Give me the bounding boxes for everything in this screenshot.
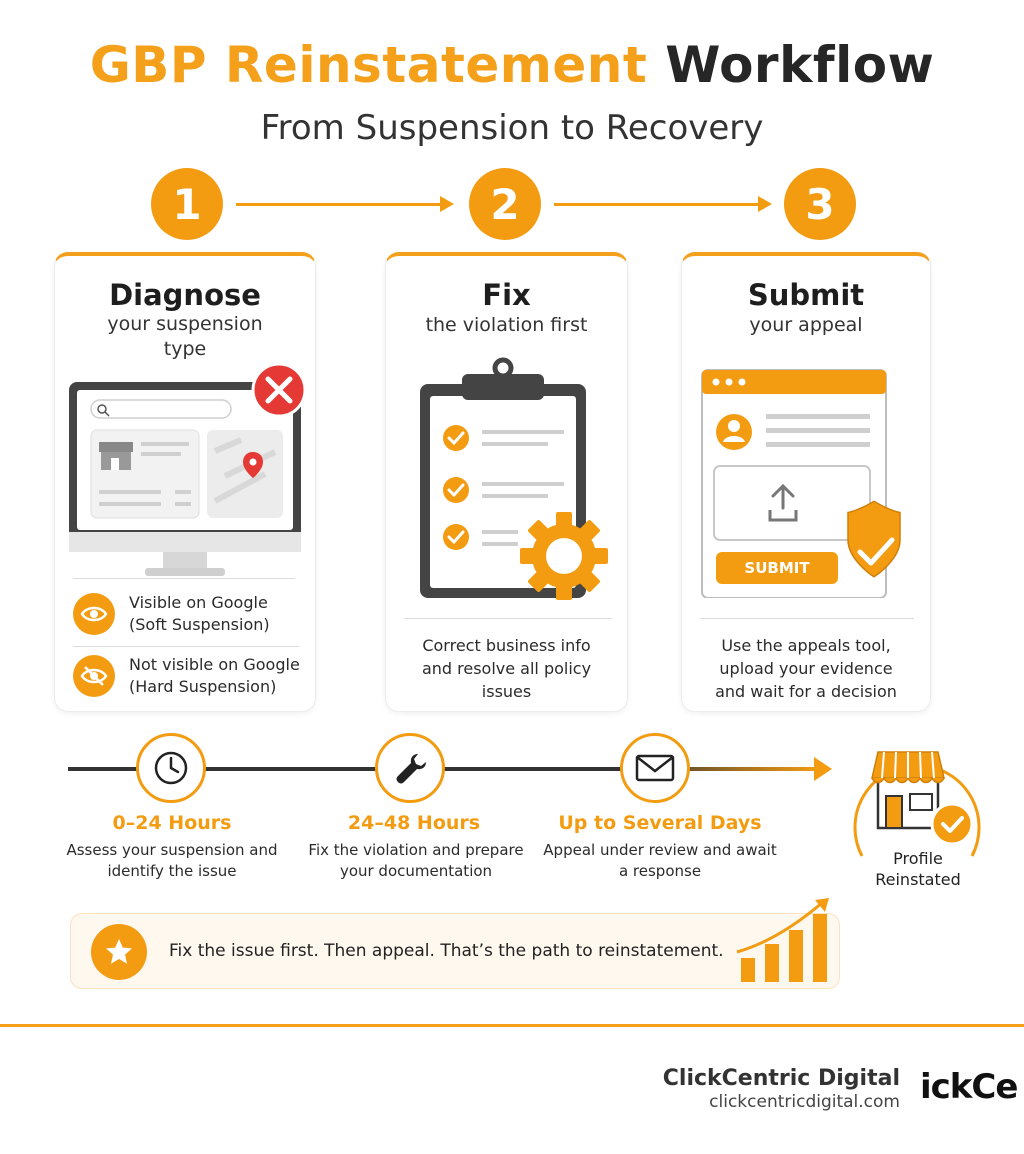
star-icon xyxy=(91,924,147,980)
eye-off-icon xyxy=(73,655,115,697)
timeline-desc-1: Assess your suspension and identify the … xyxy=(66,841,278,880)
fix-subtitle: the violation first xyxy=(425,314,588,336)
step-arrow-2-3 xyxy=(554,196,772,212)
fix-description: Correct business info and resolve all po… xyxy=(421,636,592,701)
growth-chart-icon xyxy=(736,898,829,982)
timeline-line xyxy=(68,767,628,771)
banner-text: Fix the issue first. Then appeal. That’s… xyxy=(169,941,724,961)
clipboard-checklist-icon xyxy=(420,357,608,600)
monitor-illustration-icon xyxy=(69,362,307,576)
profile-reinstated-label: Profile Reinstated xyxy=(875,849,961,889)
hard-suspension-label: Not visible on Google (Hard Suspension) xyxy=(129,655,300,696)
soft-suspension-option: Visible on Google (Soft Suspension) xyxy=(73,588,303,640)
brand-logo: ickCe xyxy=(920,1067,1018,1107)
storefront-check-icon xyxy=(853,751,981,857)
brand-name: ClickCentric Digital xyxy=(662,1066,900,1091)
timeline-label-1: 0–24 Hours xyxy=(112,812,232,834)
page-title: GBP Reinstatement Workflow xyxy=(0,36,1024,94)
appeal-form-icon xyxy=(701,369,901,598)
timeline-desc-2: Fix the violation and prepare your docum… xyxy=(308,841,524,880)
submit-divider xyxy=(700,618,914,619)
diagnose-option-divider xyxy=(73,646,299,647)
soft-suspension-label: Visible on Google (Soft Suspension) xyxy=(129,593,270,634)
timeline-desc-3: Appeal under review and await a response xyxy=(543,841,777,880)
diagnose-card: Diagnose your suspension type xyxy=(54,252,316,712)
hard-suspension-option: Not visible on Google (Hard Suspension) xyxy=(73,650,303,702)
timeline-label-3: Up to Several Days xyxy=(558,812,762,834)
diagnose-divider xyxy=(73,578,295,579)
fix-divider xyxy=(404,618,612,619)
submit-title: Submit xyxy=(747,278,865,312)
fix-title: Fix xyxy=(482,278,531,312)
footer-divider xyxy=(0,1024,1024,1027)
diagnose-subtitle: your suspension type xyxy=(107,313,263,360)
key-message-banner: Fix the issue first. Then appeal. That’s… xyxy=(70,898,840,989)
envelope-icon xyxy=(620,733,690,803)
timeline-arrowhead xyxy=(814,757,832,781)
submit-card: Submit your appeal SUBMIT Use the appeal… xyxy=(681,252,931,712)
step-arrow-1-2 xyxy=(236,196,454,212)
submit-description: Use the appeals tool, upload your eviden… xyxy=(715,636,897,701)
step-2-number: 2 xyxy=(469,168,541,240)
timeline-line-progress xyxy=(628,767,818,771)
page-subtitle: From Suspension to Recovery xyxy=(260,108,764,148)
fix-card: Fix the violation first xyxy=(385,252,628,712)
diagnose-title: Diagnose xyxy=(109,278,261,312)
step-1-number: 1 xyxy=(151,168,223,240)
title-dark-part: Workflow xyxy=(665,36,935,94)
title-orange-part: GBP Reinstatement xyxy=(89,36,648,94)
step-3-number: 3 xyxy=(784,168,856,240)
submit-appeal-button[interactable]: SUBMIT xyxy=(716,552,838,584)
submit-subtitle: your appeal xyxy=(749,314,863,336)
eye-icon xyxy=(73,593,115,635)
wrench-icon xyxy=(375,733,445,803)
brand-url[interactable]: clickcentricdigital.com xyxy=(709,1092,900,1112)
clock-icon xyxy=(136,733,206,803)
timeline-label-2: 24–48 Hours xyxy=(347,812,481,834)
